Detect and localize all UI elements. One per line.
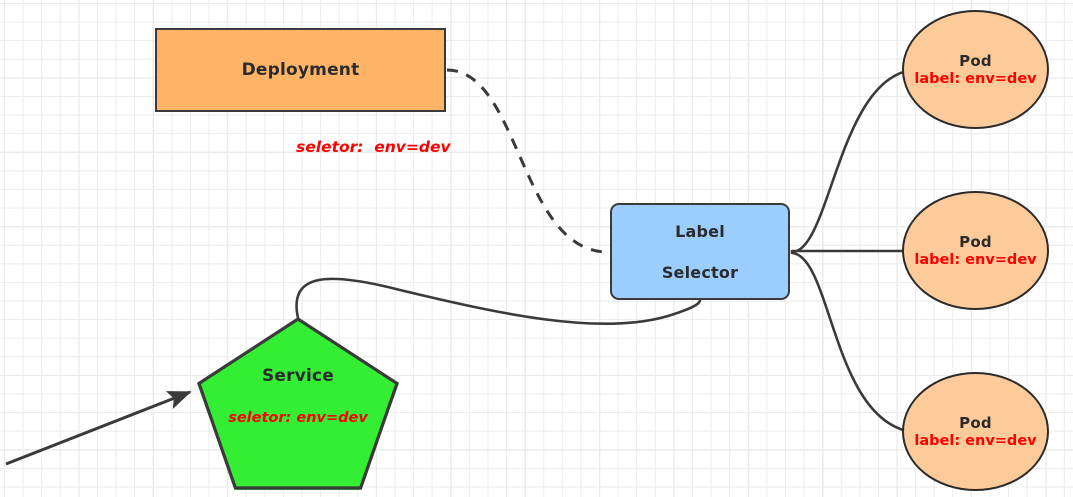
node-pod-1[interactable]: Pod label: env=dev: [902, 10, 1049, 129]
pod-2-label: Pod: [959, 233, 992, 251]
node-deployment[interactable]: Deployment: [155, 28, 446, 112]
node-service[interactable]: Service seletor: env=dev: [197, 318, 399, 490]
node-pod-2[interactable]: Pod label: env=dev: [902, 191, 1049, 310]
node-label-selector[interactable]: Label Selector: [610, 203, 790, 300]
service-label: Service: [261, 366, 335, 386]
pod-3-selector-text: label: env=dev: [914, 433, 1037, 449]
service-selector-text: seletor: env=dev: [228, 410, 368, 426]
pod-2-selector-text: label: env=dev: [914, 252, 1037, 268]
deployment-label: Deployment: [241, 60, 360, 80]
edge-deployment-to-label-selector: [446, 68, 609, 254]
label-selector-line-1: Label: [675, 221, 725, 241]
edge-label-selector-to-pod-1: [790, 68, 914, 254]
pod-3-label: Pod: [959, 414, 992, 432]
label-selector-line-2: Selector: [661, 262, 739, 282]
pod-1-label: Pod: [959, 52, 992, 70]
edge-external-to-service: [5, 390, 192, 466]
deployment-selector-caption: seletor: env=dev: [296, 138, 451, 156]
pod-1-selector-text: label: env=dev: [914, 71, 1037, 87]
edge-label-selector-to-pod-3: [790, 251, 914, 434]
node-pod-3[interactable]: Pod label: env=dev: [902, 372, 1049, 491]
